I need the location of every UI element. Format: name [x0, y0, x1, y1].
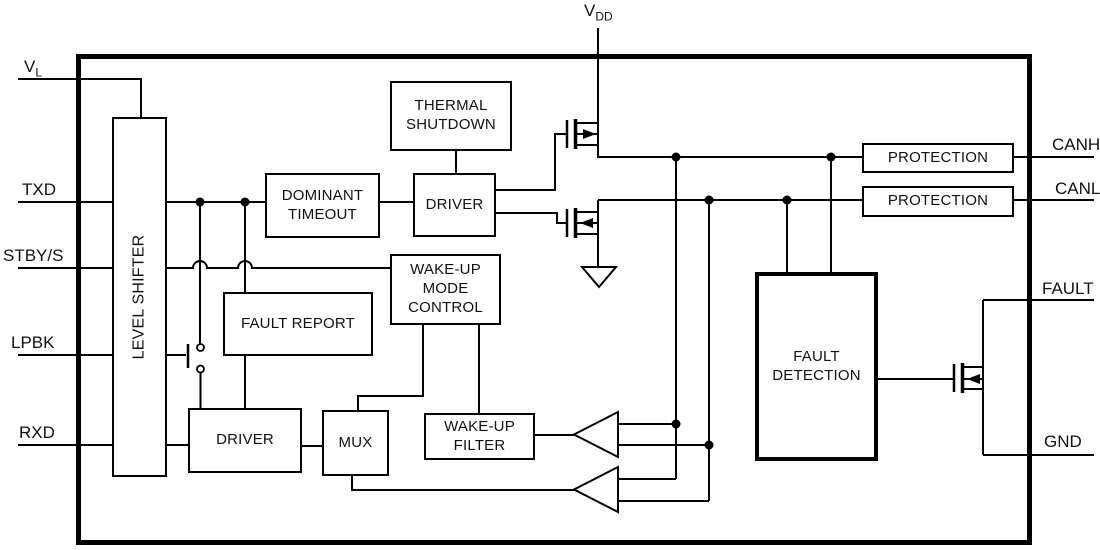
- wire-receiver2-out: [351, 476, 574, 491]
- pin-label-fault: FAULT: [1042, 279, 1094, 298]
- wire-wumc-to-mux: [357, 325, 424, 410]
- pin-label-lpbk: LPBK: [11, 333, 55, 352]
- wire-vdd-canh-row: [597, 28, 862, 158]
- receiver-wakeup-icon: [571, 410, 619, 459]
- wire-vl: [18, 78, 142, 117]
- block-protection-canl: PROTECTION: [862, 186, 1014, 217]
- ground-icon: [579, 266, 619, 289]
- pin-label-vdd: VDD: [584, 1, 613, 24]
- receiver-main-icon: [571, 465, 619, 514]
- wire-gate-high-side: [496, 133, 567, 191]
- block-fault-detection: FAULT DETECTION: [755, 272, 878, 461]
- block-wakeup-mode-control: WAKE-UP MODE CONTROL: [390, 254, 501, 325]
- wires: [18, 28, 1094, 502]
- junction-dots: [195, 152, 836, 450]
- block-thermal-shutdown: THERMAL SHUTDOWN: [390, 81, 512, 151]
- pin-label-vl: VL: [24, 57, 43, 80]
- pin-label-txd: TXD: [22, 180, 56, 199]
- block-driver-top: DRIVER: [413, 173, 496, 237]
- pin-label-rxd: RXD: [19, 423, 55, 442]
- block-protection-canh: PROTECTION: [862, 143, 1014, 173]
- nmos-low-side-icon: [565, 200, 599, 238]
- pin-label-canh: CANH: [1052, 135, 1100, 154]
- wire-gate-low-side: [496, 212, 567, 224]
- block-level-shifter: LEVEL SHIFTER: [112, 117, 167, 477]
- block-wakeup-filter: WAKE-UP FILTER: [424, 413, 535, 460]
- block-dominant-timeout: DOMINANT TIMEOUT: [265, 173, 380, 238]
- pin-label-gnd: GND: [1044, 432, 1082, 451]
- nmos-fault-output-icon: [952, 363, 983, 393]
- wire-stby-with-hops: [18, 260, 390, 269]
- pin-label-canl: CANL: [1055, 179, 1100, 198]
- block-driver-bottom: DRIVER: [188, 408, 302, 473]
- block-mux: MUX: [322, 410, 389, 476]
- block-fault-report: FAULT REPORT: [223, 292, 373, 356]
- pmos-high-side-icon: [565, 119, 598, 149]
- pin-label-stby: STBY/S: [3, 246, 64, 265]
- loopback-switch-icon: [186, 343, 205, 374]
